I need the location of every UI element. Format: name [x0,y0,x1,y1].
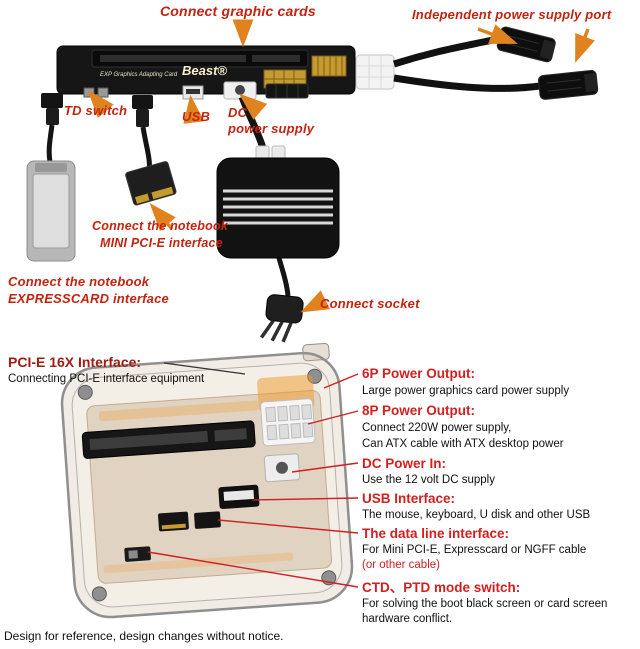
label-usb: USB [182,109,211,124]
case-data-connectors [158,511,221,532]
annotation-arrows [87,19,595,313]
acrylic-case [60,343,354,619]
label-8p-desc2: Can ATX cable with ATX desktop power [362,438,564,450]
pcie-power-connector-1 [496,26,556,63]
label-ctd-desc2: hardware conflict. [362,613,453,625]
case-dc-jack [263,453,301,483]
label-6p-title: 6P Power Output: [362,366,476,381]
label-pcie16x-title: PCI-E 16X Interface: [8,354,142,370]
label-mini-pcie-line1: Connect the notebook [92,219,228,233]
label-6p-desc: Large power graphics card power supply [362,385,570,397]
label-usbif-desc: The mouse, keyboard, U disk and other US… [362,509,591,521]
label-dc-line1: DC [228,105,248,120]
label-ctd-title: CTD、PTD mode switch: [362,580,521,595]
expresscard-adapter [26,93,76,262]
label-ctd-desc1: For solving the boot black screen or car… [362,598,608,610]
label-expresscard-line2: EXPRESSCARD interface [8,291,169,306]
label-8p-title: 8P Power Output: [362,403,476,418]
label-dc-line2: power supply [228,121,315,136]
label-8p-desc1: Connect 220W power supply, [362,422,512,434]
label-dataline-title: The data line interface: [362,526,510,541]
case-pcie-slot [81,420,256,459]
label-mini-pcie-line2: MINI PCI-E interface [100,236,223,250]
board-brand: Beast® [182,63,227,78]
mini-pcie-adapter [125,95,177,206]
label-dcin-desc: Use the 12 volt DC supply [362,474,495,486]
label-connect-graphic-cards: Connect graphic cards [160,3,316,19]
case-usb-port [218,484,260,510]
label-independent-power: Independent power supply port [412,7,612,22]
label-td-switch: TD switch [64,103,128,118]
leader-line-pcie16x [163,362,246,375]
label-expresscard-line1: Connect the notebook [8,274,150,289]
board-model-text: EXP Graphics Adapting Card [100,72,178,78]
label-connect-socket: Connect socket [320,296,420,311]
gold-fingers [311,55,347,77]
power-splitter-cable [355,26,599,100]
adapter-board [56,45,356,95]
label-dataline-desc: For Mini PCI-E, Expresscard or NGFF cabl… [362,544,587,556]
case-8p-connector [260,398,316,447]
label-usbif-title: USB Interface: [362,491,456,506]
footer-note: Design for reference, design changes wit… [4,629,284,643]
label-dcin-title: DC Power In: [362,456,447,471]
label-dataline-red: (or other cable) [362,559,440,571]
power-plug [259,294,304,343]
leader-lines [147,373,359,588]
label-pcie16x-desc: Connecting PCI-E interface equipment [8,373,205,385]
case-mode-switch [124,546,151,562]
td-switch-block [97,87,109,98]
pcie-power-connector-2 [537,69,599,100]
